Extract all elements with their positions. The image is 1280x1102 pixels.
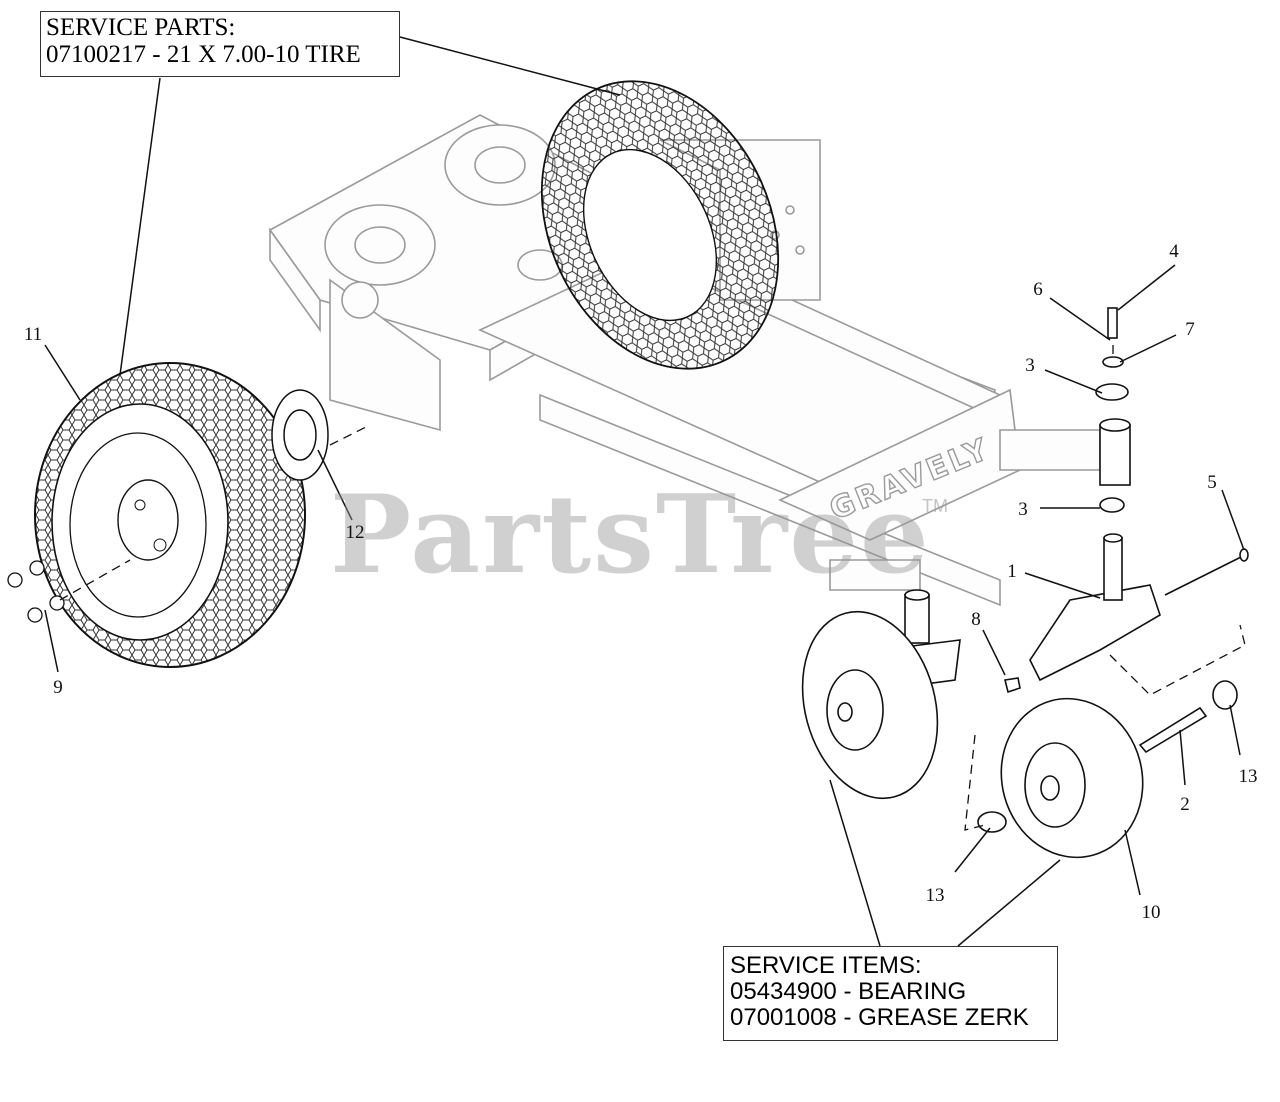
caster-wheel-right [977,680,1238,859]
caster-assembly-left [801,589,961,800]
exploded-dashed-lines [59,345,1246,831]
callout-13-right: 13 [1238,766,1258,787]
watermark-trademark: TM [922,496,948,516]
callout-3-upper: 3 [1025,355,1035,376]
callout-1: 1 [1007,561,1017,582]
service-items-line: 05434900 - BEARING [730,977,967,1005]
service-parts-box: SERVICE PARTS: 07100217 - 21 X 7.00-10 T… [40,11,400,77]
callout-6: 6 [1033,279,1043,300]
service-parts-line: 07100217 - 21 X 7.00-10 TIRE [46,41,361,68]
watermark: PartsTree [330,472,931,598]
caster-yoke [1004,307,1249,694]
callout-7: 7 [1185,319,1195,340]
service-items-box: SERVICE ITEMS: 05434900 - BEARING 070010… [723,946,1058,1041]
rear-tire-left [34,362,306,668]
callout-9: 9 [53,677,63,698]
service-items-line: 07001008 - GREASE ZERK [730,1003,1029,1031]
service-parts-heading: SERVICE PARTS: [46,14,236,41]
callout-3-lower: 3 [1018,499,1028,520]
callout-5: 5 [1207,472,1217,493]
hub-gasket [271,389,329,481]
callout-2: 2 [1180,794,1190,815]
callout-12: 12 [345,522,365,543]
callout-11: 11 [23,324,43,345]
leader-lines [44,36,1245,947]
callout-13-lower: 13 [925,885,945,906]
callout-8: 8 [971,609,981,630]
service-items-heading: SERVICE ITEMS: [730,952,922,979]
callout-10: 10 [1141,902,1161,923]
callout-4: 4 [1169,241,1179,262]
rear-tire-right [540,80,780,370]
